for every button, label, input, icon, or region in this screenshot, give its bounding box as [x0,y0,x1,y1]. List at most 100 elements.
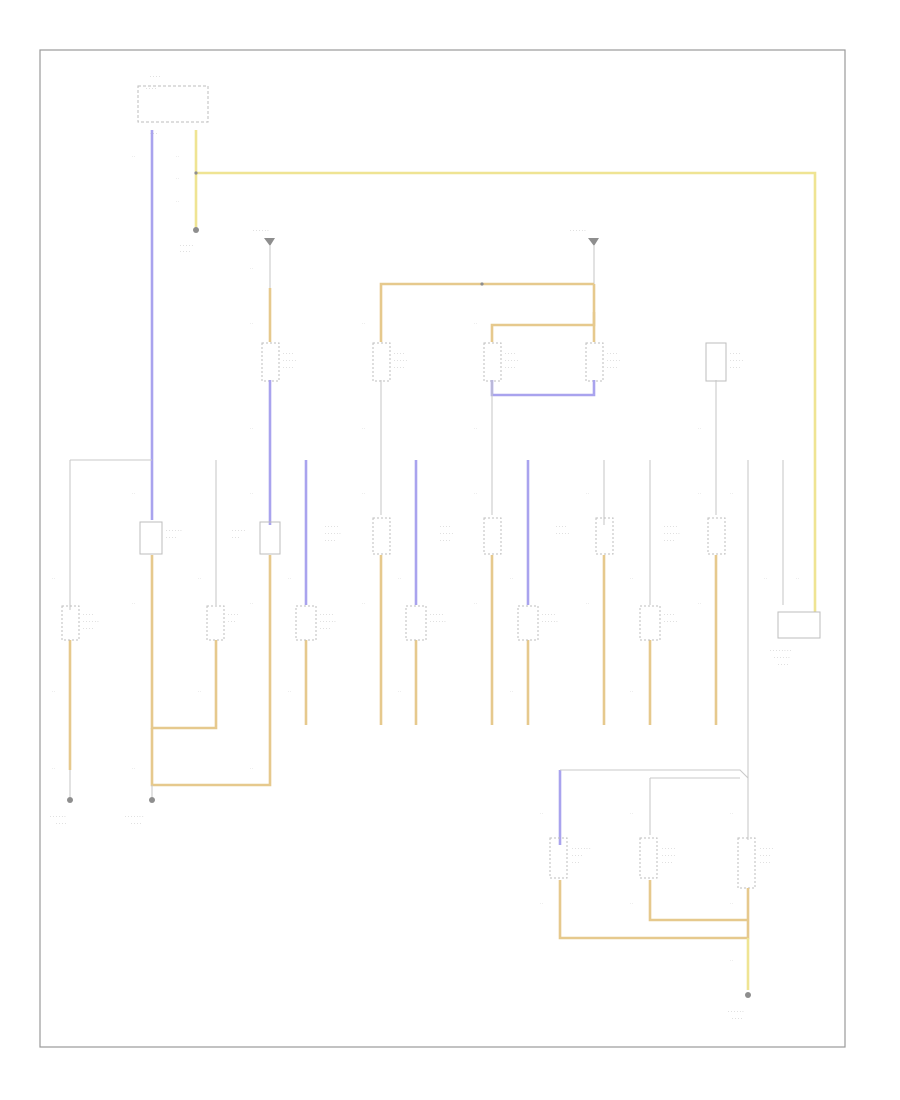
svg-text:· ·: · · [132,492,135,496]
svg-text:· ·: · · [698,492,701,496]
svg-text:· · · · ·: · · · · · [730,359,743,364]
svg-text:· · · ·: · · · · [394,352,404,357]
svg-text:· · · ·: · · · · [732,1017,742,1022]
svg-text:· ·: · · [510,577,513,581]
svg-text:· ·: · · [540,902,543,906]
svg-text:· · · ·: · · · · [150,75,160,80]
svg-text:· · · ·: · · · · [760,854,770,859]
svg-text:· · · ·: · · · · [325,539,335,544]
svg-text:· · · ·: · · · · [166,536,176,541]
svg-text:· · · ·: · · · · [56,822,66,827]
svg-text:· · · ·: · · · · [730,366,740,371]
svg-text:· ·: · · [730,902,733,906]
svg-text:· ·: · · [250,427,253,431]
svg-text:· ·: · · [474,427,477,431]
svg-text:· · ·: · · · [228,620,235,625]
svg-text:· ·: · · [398,690,401,694]
svg-text:· · · ·: · · · · [83,627,93,632]
svg-text:· ·: · · [362,602,365,606]
svg-text:· · · ·: · · · · [760,861,770,866]
svg-text:· · · ·: · · · · [283,366,293,371]
svg-text:· · · · · ·: · · · · · · [83,620,99,625]
svg-text:· · · ·: · · · · [283,352,293,357]
svg-text:· · · · ·: · · · · · [662,847,675,852]
switch-row-middle: · · · · · · · · · · · · · · · · · · · · · … [139,517,726,555]
svg-text:· ·: · · [630,812,633,816]
svg-text:· · · · · ·: · · · · · · [50,815,66,820]
svg-text:· ·: · · [398,577,401,581]
svg-text:· ·: · · [132,602,135,606]
diagram-frame [39,49,846,1048]
svg-text:· · · · · ·: · · · · · · [664,532,680,537]
svg-text:· · ·: · · · [150,132,157,137]
svg-text:· ·: · · [52,690,55,694]
svg-text:· · · · ·: · · · · · [430,613,443,618]
svg-text:· · · · ·: · · · · · [320,613,333,618]
svg-text:· ·: · · [474,492,477,496]
svg-text:· · · ·: · · · · [607,366,617,371]
svg-text:· · · · ·: · · · · · [664,620,677,625]
svg-text:· · · · ·: · · · · · [607,359,620,364]
wire-tan-g2-loop [490,312,596,342]
svg-text:· ·: · · [52,767,55,771]
svg-text:· · · · · ·: · · · · · · [166,529,182,534]
svg-text:· ·: · · [176,177,179,181]
svg-text:· ·: · · [362,427,365,431]
svg-text:· ·: · · [474,602,477,606]
svg-text:· ·: · · [176,155,179,159]
svg-text:· · · · ·: · · · · · [232,529,245,534]
svg-text:· ·: · · [586,492,589,496]
svg-text:· ·: · · [586,602,589,606]
svg-text:· ·: · · [52,577,55,581]
svg-text:· · · · ·: · · · · · [325,525,338,530]
wire-tan-g2-branch [379,282,594,342]
svg-text:· · · ·: · · · · [180,250,190,255]
svg-text:· · · ·: · · · · [572,854,582,859]
svg-text:· ·: · · [250,492,253,496]
svg-text:· ·: · · [730,492,733,496]
svg-text:· · · · ·: · · · · · [180,244,193,249]
switch-row-upper: · · · · · · · · · · · · · · · · · · · · · ·… [261,342,743,382]
ground-g4: · · · · · · · · · · · [125,797,155,827]
svg-text:· · · ·: · · · · [394,366,404,371]
svg-text:· · · · ·: · · · · · [760,847,773,852]
svg-text:· · · · · · ·: · · · · · · · [125,815,144,820]
switch-row-bottom: · · · · · · · · · · · · · · · · · · · · · ·… [549,837,773,889]
ground-g1: · · · · · · [253,229,275,290]
svg-text:· · · · · ·: · · · · · · [728,1010,744,1015]
svg-text:· · · · ·: · · · · · [283,359,296,364]
svg-text:· ·: · · [198,690,201,694]
svg-text:· ·: · · [250,267,253,271]
svg-text:· ·: · · [764,577,767,581]
svg-text:· ·: · · [510,690,513,694]
svg-text:· ·: · · [176,200,179,204]
svg-text:· · · · · ·: · · · · · · [542,620,558,625]
svg-text:· · · ·: · · · · [228,613,238,618]
wire-tan-col152 [150,555,218,730]
svg-text:· · · · · ·: · · · · · · [570,229,586,234]
ground-g2: · · · · · · [570,229,599,285]
svg-text:· · · · ·: · · · · · [505,359,518,364]
svg-text:· · · ·: · · · · [320,627,330,632]
svg-text:· · · ·: · · · · [662,861,672,866]
svg-text:· · · ·: · · · · [556,525,566,530]
connector-labels: · ·· · · ·· · · ·· · · ·· · · ·· · · ·· … [52,155,799,963]
svg-text:· · · · · ·: · · · · · · [325,532,341,537]
svg-text:· · ·: · · · [572,861,579,866]
svg-text:· · · · ·: · · · · · [394,359,407,364]
svg-text:· · · · ·: · · · · · [440,532,453,537]
svg-text:· · · · ·: · · · · · [664,525,677,530]
svg-text:· · · · · ·: · · · · · · [253,229,269,234]
svg-text:· ·: · · [698,602,701,606]
svg-text:· · · ·: · · · · [778,663,788,668]
svg-text:· · · ·: · · · · [440,539,450,544]
svg-text:· ·: · · [630,577,633,581]
top-module: · · · · · · · · · · · [137,75,209,137]
wire-blue-upper-loop [490,380,596,397]
ground-g3: · · · · · · · · · · [50,797,73,827]
svg-text:· ·: · · [250,767,253,771]
svg-text:· ·: · · [250,322,253,326]
svg-text:· · · ·: · · · · [607,352,617,357]
svg-text:· · ·: · · · [232,536,239,541]
